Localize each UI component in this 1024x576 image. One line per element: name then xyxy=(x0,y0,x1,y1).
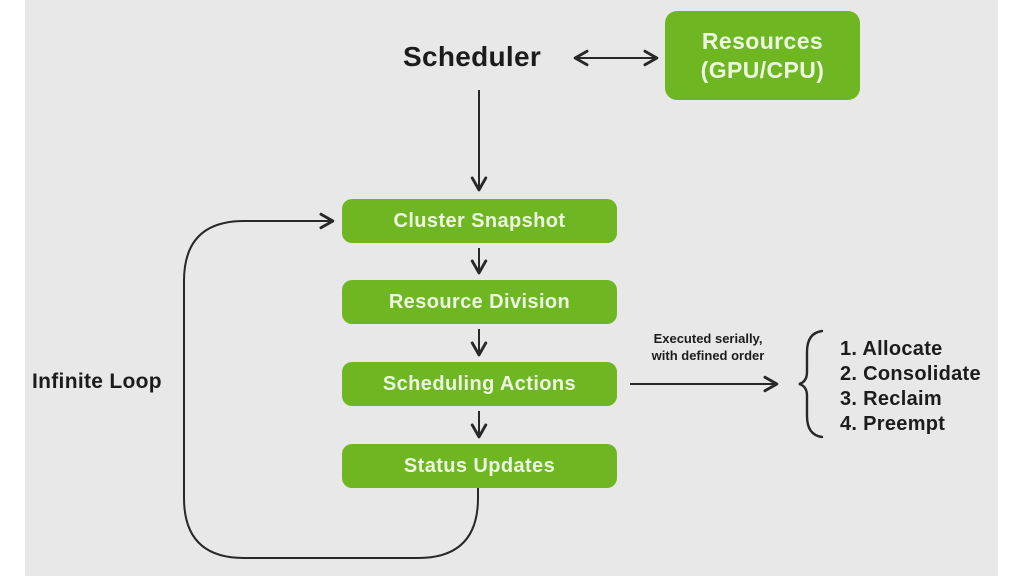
scheduling-actions-label: Scheduling Actions xyxy=(382,372,577,395)
resource-division-node: Resource Division xyxy=(342,280,617,324)
action-item-consolidate: 2. Consolidate xyxy=(840,363,981,385)
status-updates-node: Status Updates xyxy=(342,444,617,488)
cluster-snapshot-label: Cluster Snapshot xyxy=(393,209,566,232)
serial-note: Executed serially, with defined order xyxy=(634,330,782,364)
resources-node-line1: Resources xyxy=(701,27,824,54)
scheduling-actions-node: Scheduling Actions xyxy=(342,362,617,406)
serial-note-line2: with defined order xyxy=(651,348,765,363)
action-item-preempt: 4. Preempt xyxy=(840,413,946,435)
resources-node: Resources (GPU/CPU) xyxy=(665,11,860,100)
resources-node-line2: (GPU/CPU) xyxy=(700,56,825,83)
brace-icon xyxy=(798,329,824,439)
cluster-snapshot-node: Cluster Snapshot xyxy=(342,199,617,243)
scheduler-label: Scheduler xyxy=(403,41,542,72)
resource-division-label: Resource Division xyxy=(388,290,571,313)
serial-note-line1: Executed serially, xyxy=(653,331,763,346)
actions-list: 1. Allocate 2. Consolidate 3. Reclaim 4.… xyxy=(840,337,981,437)
infinite-loop-arrow xyxy=(183,212,479,559)
action-item-reclaim: 3. Reclaim xyxy=(840,388,942,410)
status-updates-label: Status Updates xyxy=(403,454,556,477)
action-item-allocate: 1. Allocate xyxy=(840,338,943,360)
infinite-loop-label: Infinite Loop xyxy=(32,370,162,393)
